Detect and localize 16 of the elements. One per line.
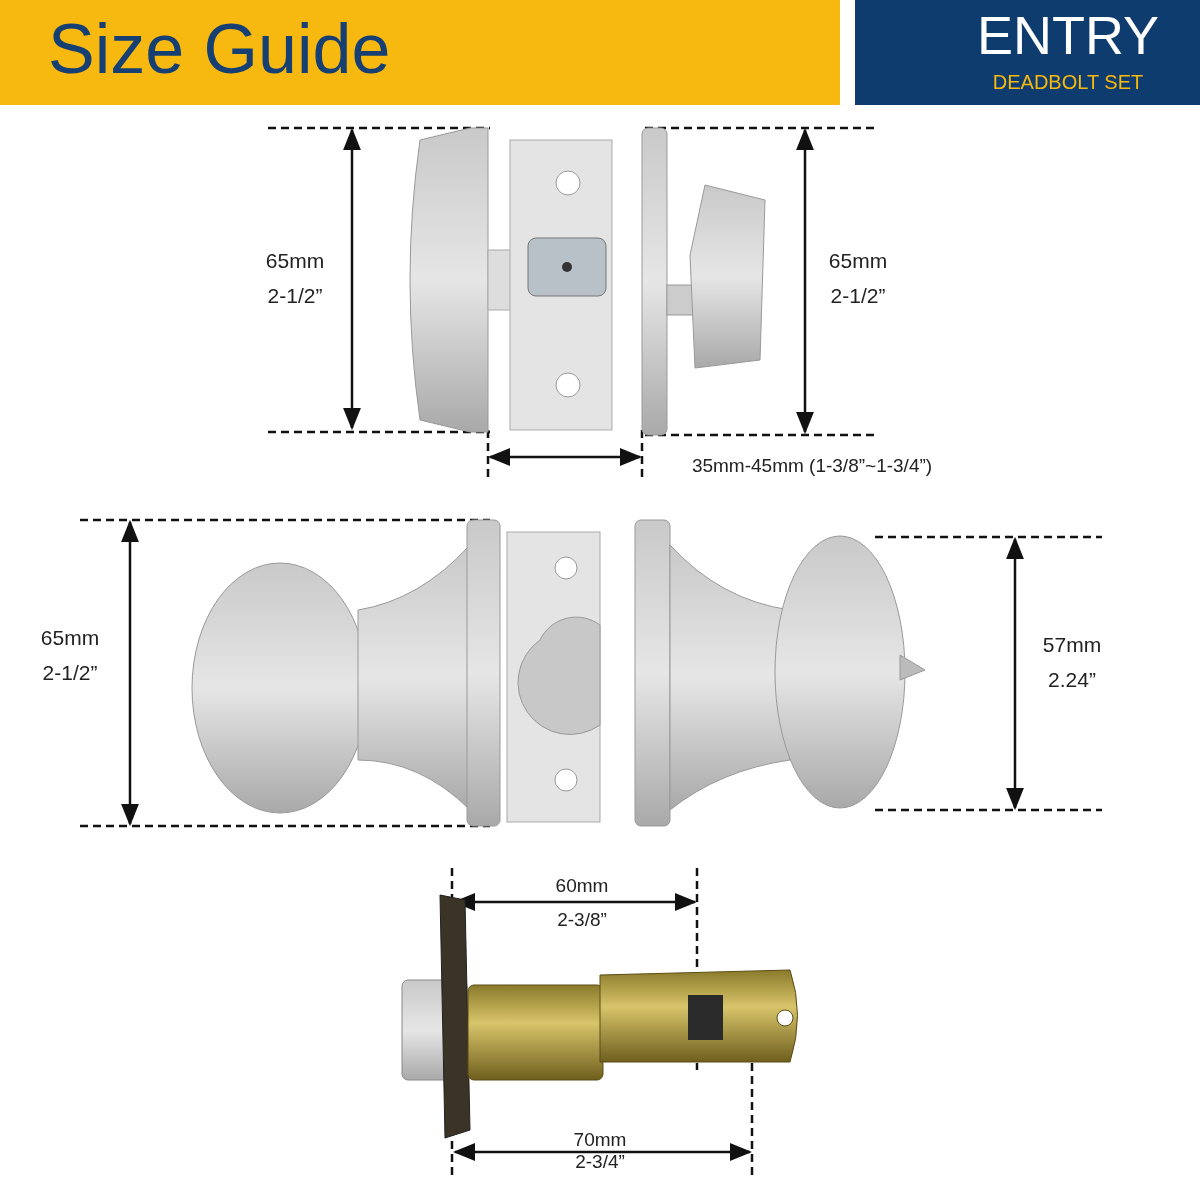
title: Size Guide bbox=[48, 14, 391, 84]
subheading: DEADBOLT SET bbox=[992, 72, 1144, 92]
dimension-text: 65mm bbox=[828, 250, 888, 271]
dimension-text: 70mm bbox=[573, 1130, 627, 1149]
dimension-text: 2-3/4” bbox=[575, 1152, 625, 1171]
dimension-text: 65mm bbox=[265, 250, 325, 271]
dimension-text: 2-3/8” bbox=[557, 910, 607, 929]
dimension-text: 2-1/2” bbox=[42, 662, 98, 683]
dimension-text: 2-1/2” bbox=[267, 285, 323, 306]
dimension-text: 65mm bbox=[40, 627, 100, 648]
heading: ENTRY bbox=[977, 8, 1159, 62]
dimension-text: 60mm bbox=[555, 876, 609, 895]
dimension-text: 35mm-45mm (1-3/8”~1-3/4”) bbox=[691, 456, 933, 475]
dimension-text: 2-1/2” bbox=[830, 285, 886, 306]
dimension-text: 2.24” bbox=[1048, 669, 1096, 690]
dimension-text: 57mm bbox=[1042, 634, 1102, 655]
